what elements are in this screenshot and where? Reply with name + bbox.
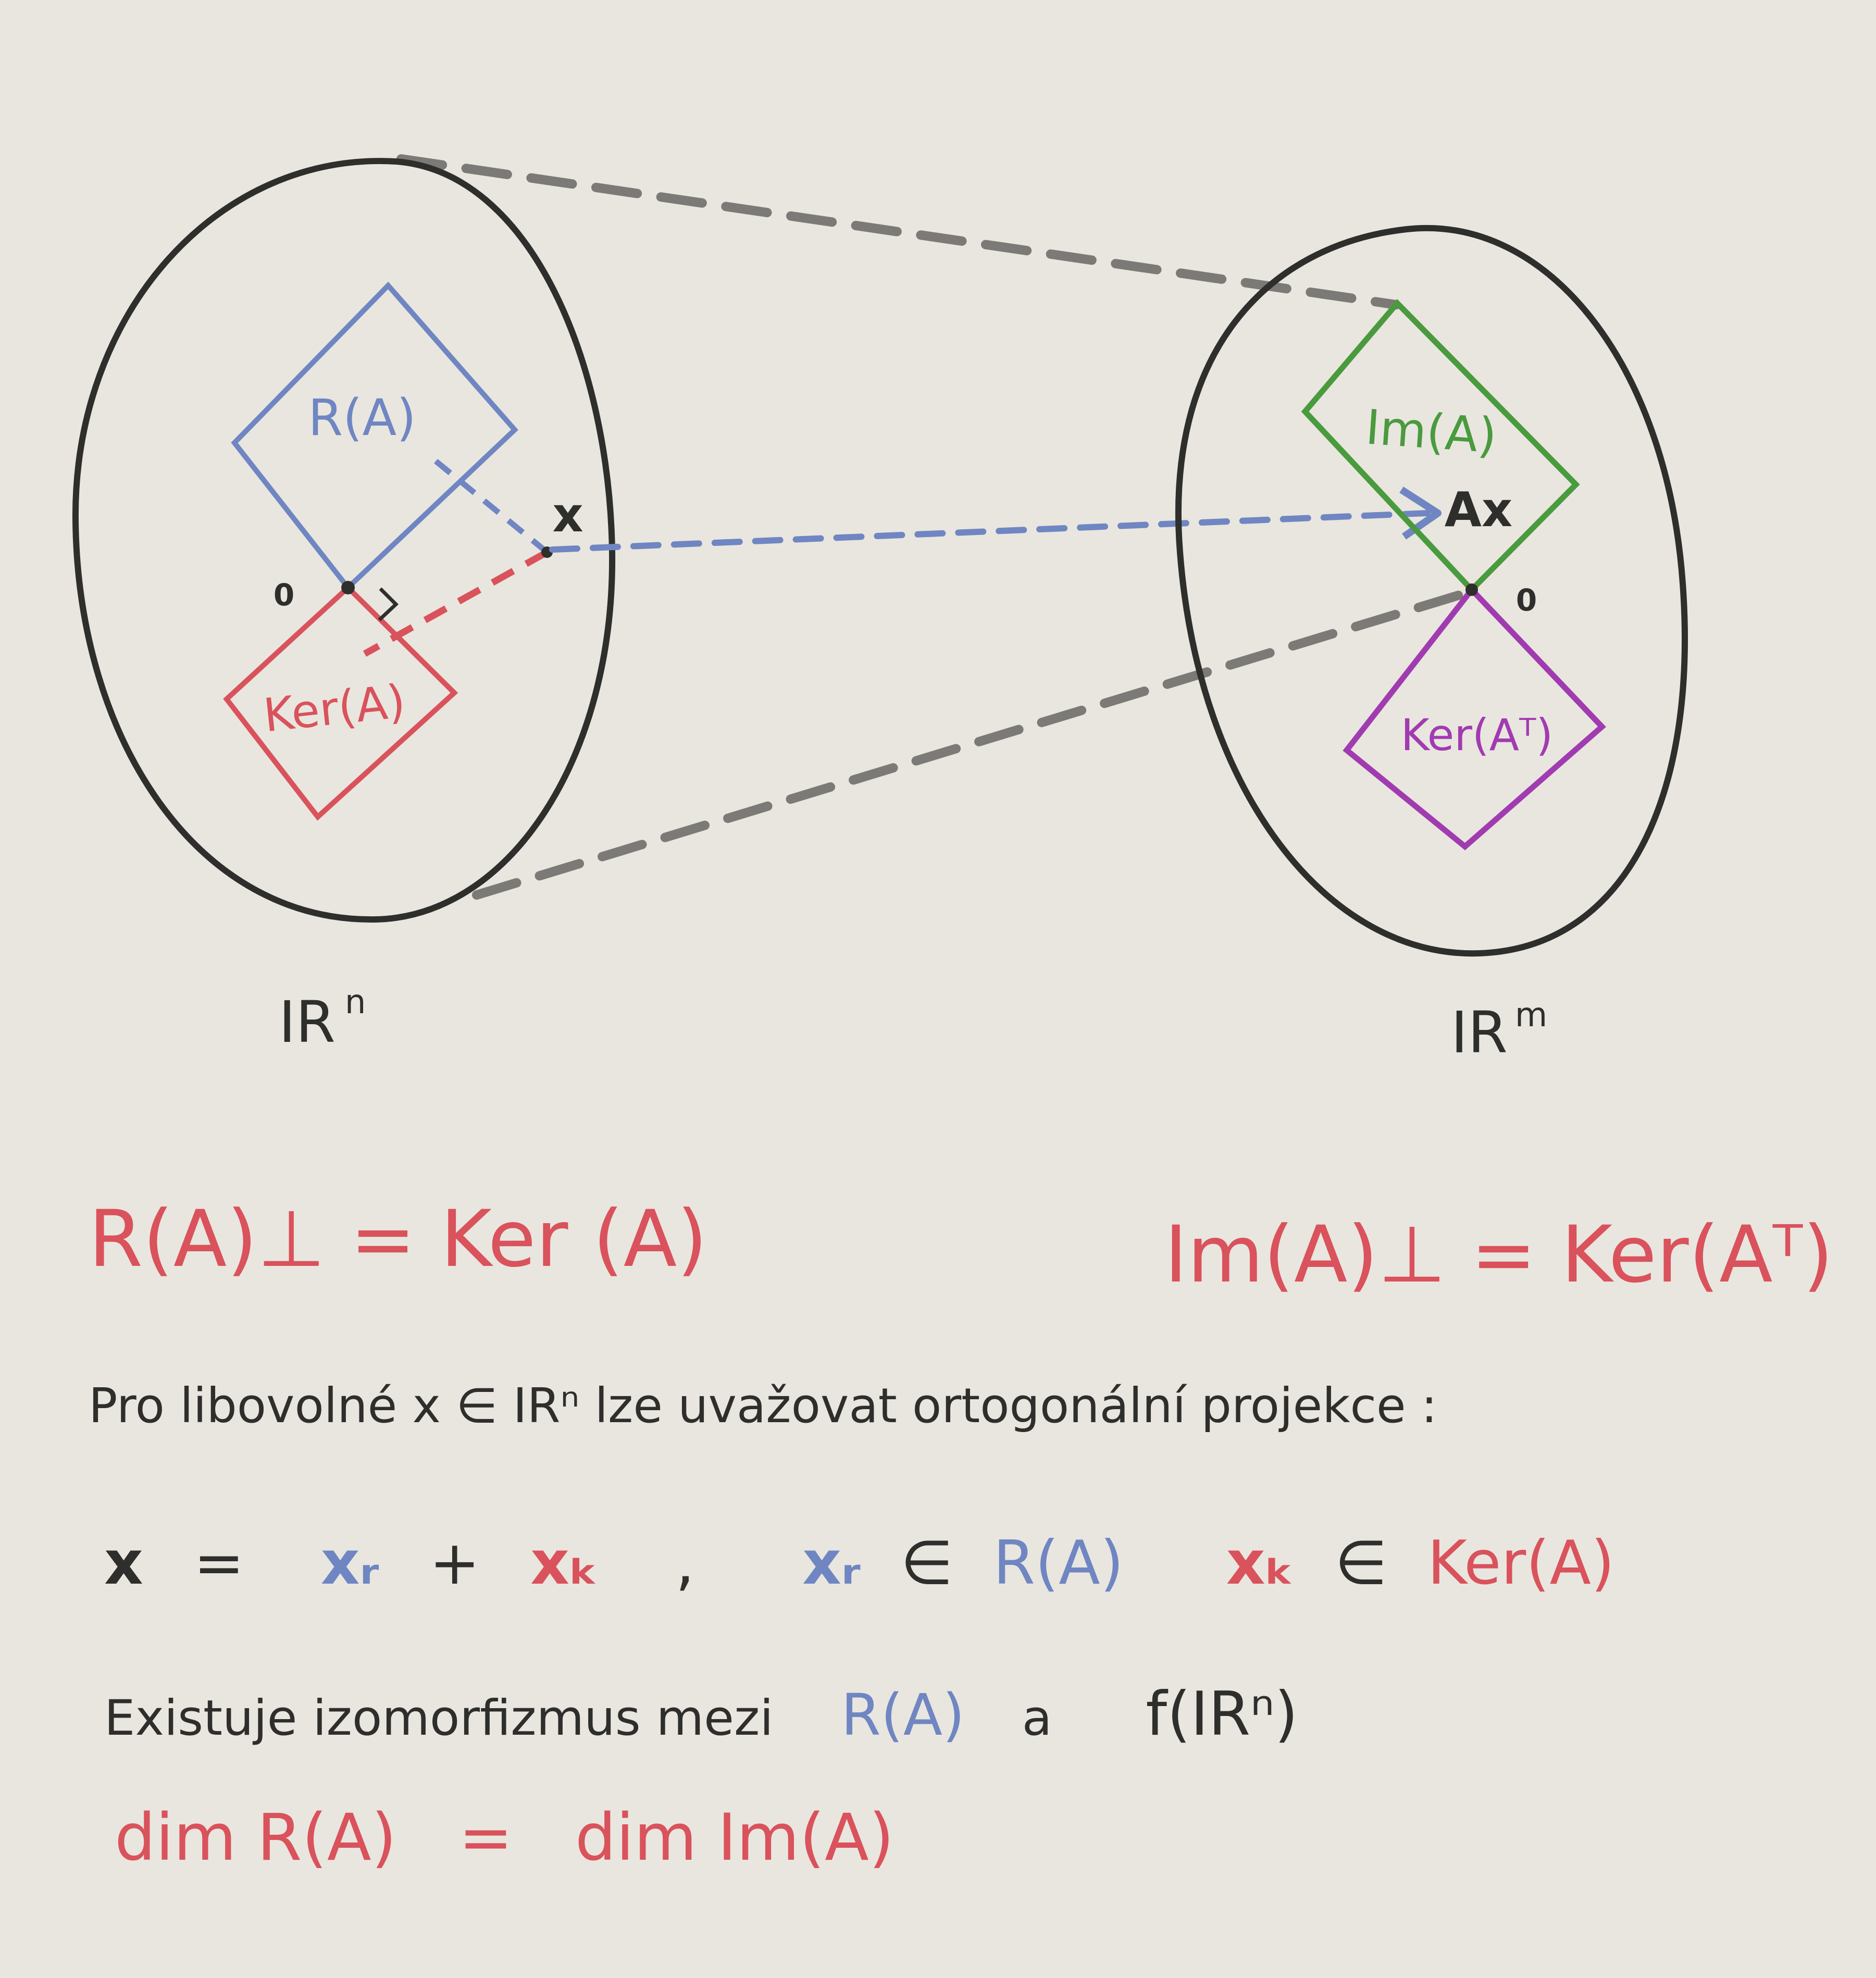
decomp-ra: R(A)	[993, 1528, 1123, 1598]
dim-right: dim Im(A)	[575, 1800, 894, 1875]
decomp-x: x	[104, 1528, 143, 1598]
decomp-xr-2: xᵣ	[802, 1528, 861, 1598]
formula-left: R(A)⊥ = Ker (A)	[89, 1194, 707, 1285]
iso-f: f(IRⁿ)	[1146, 1679, 1298, 1749]
row-space-square	[231, 281, 518, 592]
note-decomposition: x = xᵣ + xₖ , xᵣ ∈ R(A) xₖ ∈ Ker(A)	[104, 1528, 1614, 1598]
decomp-eq: =	[194, 1528, 244, 1598]
mapping-arrow	[549, 487, 1442, 553]
space-rm-label-base: IR	[1451, 999, 1508, 1066]
right-angle-marker	[378, 587, 399, 621]
decomp-xk-2: xₖ	[1226, 1528, 1295, 1598]
decomp-comma: ,	[675, 1528, 694, 1598]
space-rn-boundary	[72, 158, 616, 923]
note-line-1: Pro libovolné x ∈ IRⁿ lze uvažovat ortog…	[89, 1378, 1437, 1434]
space-rm-boundary	[1175, 225, 1688, 957]
note-isomorphism: Existuje izomorfizmus mezi R(A) a f(IRⁿ)	[104, 1679, 1298, 1749]
formula-right: Im(A)⊥ = Ker(Aᵀ)	[1164, 1210, 1833, 1300]
kernel-transpose-label: Ker(Aᵀ)	[1401, 710, 1553, 761]
projection-to-row-space	[424, 451, 549, 555]
kernel-square	[223, 584, 458, 821]
space-rn-label-base: IR	[279, 989, 336, 1055]
kernel-label: Ker(A)	[261, 674, 408, 742]
mapping-arrow-shaft	[549, 510, 1431, 553]
connector-bottom	[472, 587, 1476, 900]
decomp-xr: xᵣ	[321, 1528, 379, 1598]
decomp-kera: Ker(A)	[1427, 1528, 1614, 1598]
projection-to-kernel	[363, 549, 549, 657]
space-rm-label-sup: m	[1515, 996, 1547, 1035]
origin-label-right: 0	[1516, 582, 1537, 618]
kernel-transpose-square	[1343, 585, 1606, 851]
image-square	[1301, 298, 1580, 594]
decomp-plus: +	[429, 1528, 480, 1598]
space-rn-label-sup: n	[345, 983, 366, 1022]
row-space-label: R(A)	[308, 389, 416, 447]
origin-point-right	[1465, 583, 1478, 596]
iso-ra: R(A)	[841, 1682, 965, 1748]
connectors	[396, 154, 1476, 900]
image-label: Im(A)	[1364, 399, 1498, 464]
dim-left: dim R(A)	[115, 1800, 396, 1875]
dim-eq: =	[459, 1800, 513, 1875]
connector-top	[396, 154, 1401, 309]
decomp-in-1: ∈	[900, 1528, 953, 1598]
vector-label-x: x	[552, 487, 583, 543]
note-dimension: dim R(A) = dim Im(A)	[115, 1800, 894, 1875]
decomp-in-2: ∈	[1335, 1528, 1387, 1598]
iso-text: Existuje izomorfizmus mezi	[104, 1690, 773, 1747]
decomp-xk: xₖ	[530, 1528, 599, 1598]
iso-and: a	[1022, 1690, 1052, 1747]
origin-label-left: 0	[274, 577, 294, 613]
origin-point-left	[341, 581, 355, 594]
image-of-vector-label: Ax	[1445, 482, 1513, 538]
